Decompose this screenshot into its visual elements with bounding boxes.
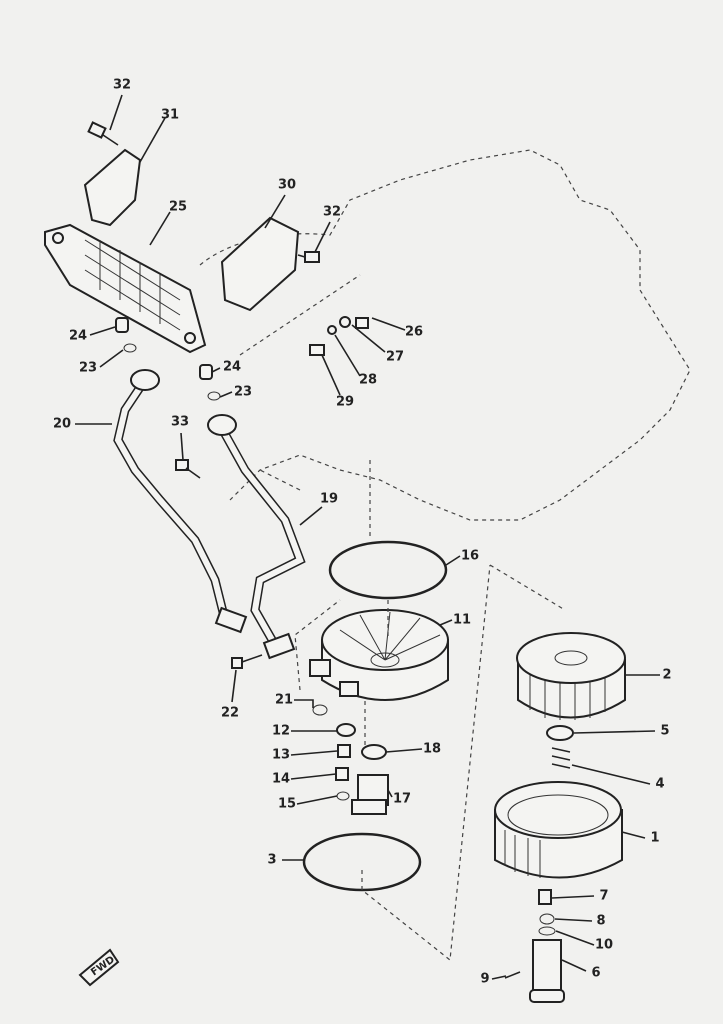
part-label-4: 4 bbox=[655, 777, 664, 792]
spring-4 bbox=[551, 747, 571, 769]
oil-cooler bbox=[44, 223, 207, 354]
fittings bbox=[115, 317, 221, 401]
part-label-11: 11 bbox=[453, 613, 471, 628]
part-label-28: 28 bbox=[359, 373, 377, 388]
part-label-17: 17 bbox=[393, 792, 411, 807]
part-label-22: 22 bbox=[221, 706, 239, 721]
part-label-18: 18 bbox=[423, 742, 441, 757]
part-label-31: 31 bbox=[161, 108, 179, 123]
oil-hoses bbox=[113, 369, 306, 660]
part-label-1: 1 bbox=[650, 831, 659, 846]
part-label-9: 9 bbox=[480, 972, 489, 987]
engine-outline bbox=[199, 149, 691, 521]
filter-cover-1 bbox=[494, 781, 623, 879]
part-label-7: 7 bbox=[599, 889, 608, 904]
part-label-26: 26 bbox=[405, 325, 423, 340]
part-label-29: 29 bbox=[336, 395, 354, 410]
part-label-13: 13 bbox=[272, 748, 290, 763]
filter-element-2 bbox=[516, 632, 626, 720]
filter-housing-11 bbox=[309, 609, 449, 701]
part-label-12: 12 bbox=[272, 724, 290, 739]
part-label-6: 6 bbox=[591, 966, 600, 981]
bracket-31 bbox=[83, 148, 142, 227]
part-label-5: 5 bbox=[660, 724, 669, 739]
part-label-32: 32 bbox=[113, 78, 131, 93]
part-label-14: 14 bbox=[272, 772, 290, 787]
part-label-21: 21 bbox=[275, 693, 293, 708]
part-label-23: 23 bbox=[234, 385, 252, 400]
part-label-33: 33 bbox=[171, 415, 189, 430]
bracket-30 bbox=[220, 216, 300, 312]
part-label-3: 3 bbox=[267, 853, 276, 868]
part-label-23: 23 bbox=[79, 361, 97, 376]
leader-lines bbox=[75, 94, 660, 980]
relief-parts bbox=[312, 704, 389, 815]
part-label-32: 32 bbox=[323, 205, 341, 220]
fwd-direction-badge: FWD bbox=[78, 948, 120, 987]
part-label-20: 20 bbox=[53, 417, 71, 432]
part-label-15: 15 bbox=[278, 797, 296, 812]
part-label-16: 16 bbox=[461, 549, 479, 564]
part-label-25: 25 bbox=[169, 200, 187, 215]
part-label-19: 19 bbox=[320, 492, 338, 507]
part-label-24: 24 bbox=[223, 360, 241, 375]
washer-5 bbox=[546, 725, 574, 741]
part-label-8: 8 bbox=[596, 914, 605, 929]
part-label-2: 2 bbox=[662, 668, 671, 683]
part-label-24: 24 bbox=[69, 329, 87, 344]
center-bolt-parts bbox=[504, 889, 565, 1003]
part-label-30: 30 bbox=[278, 178, 296, 193]
bolts bbox=[87, 121, 369, 669]
part-label-27: 27 bbox=[386, 350, 404, 365]
o-ring-16 bbox=[328, 540, 448, 600]
part-label-10: 10 bbox=[595, 938, 613, 953]
